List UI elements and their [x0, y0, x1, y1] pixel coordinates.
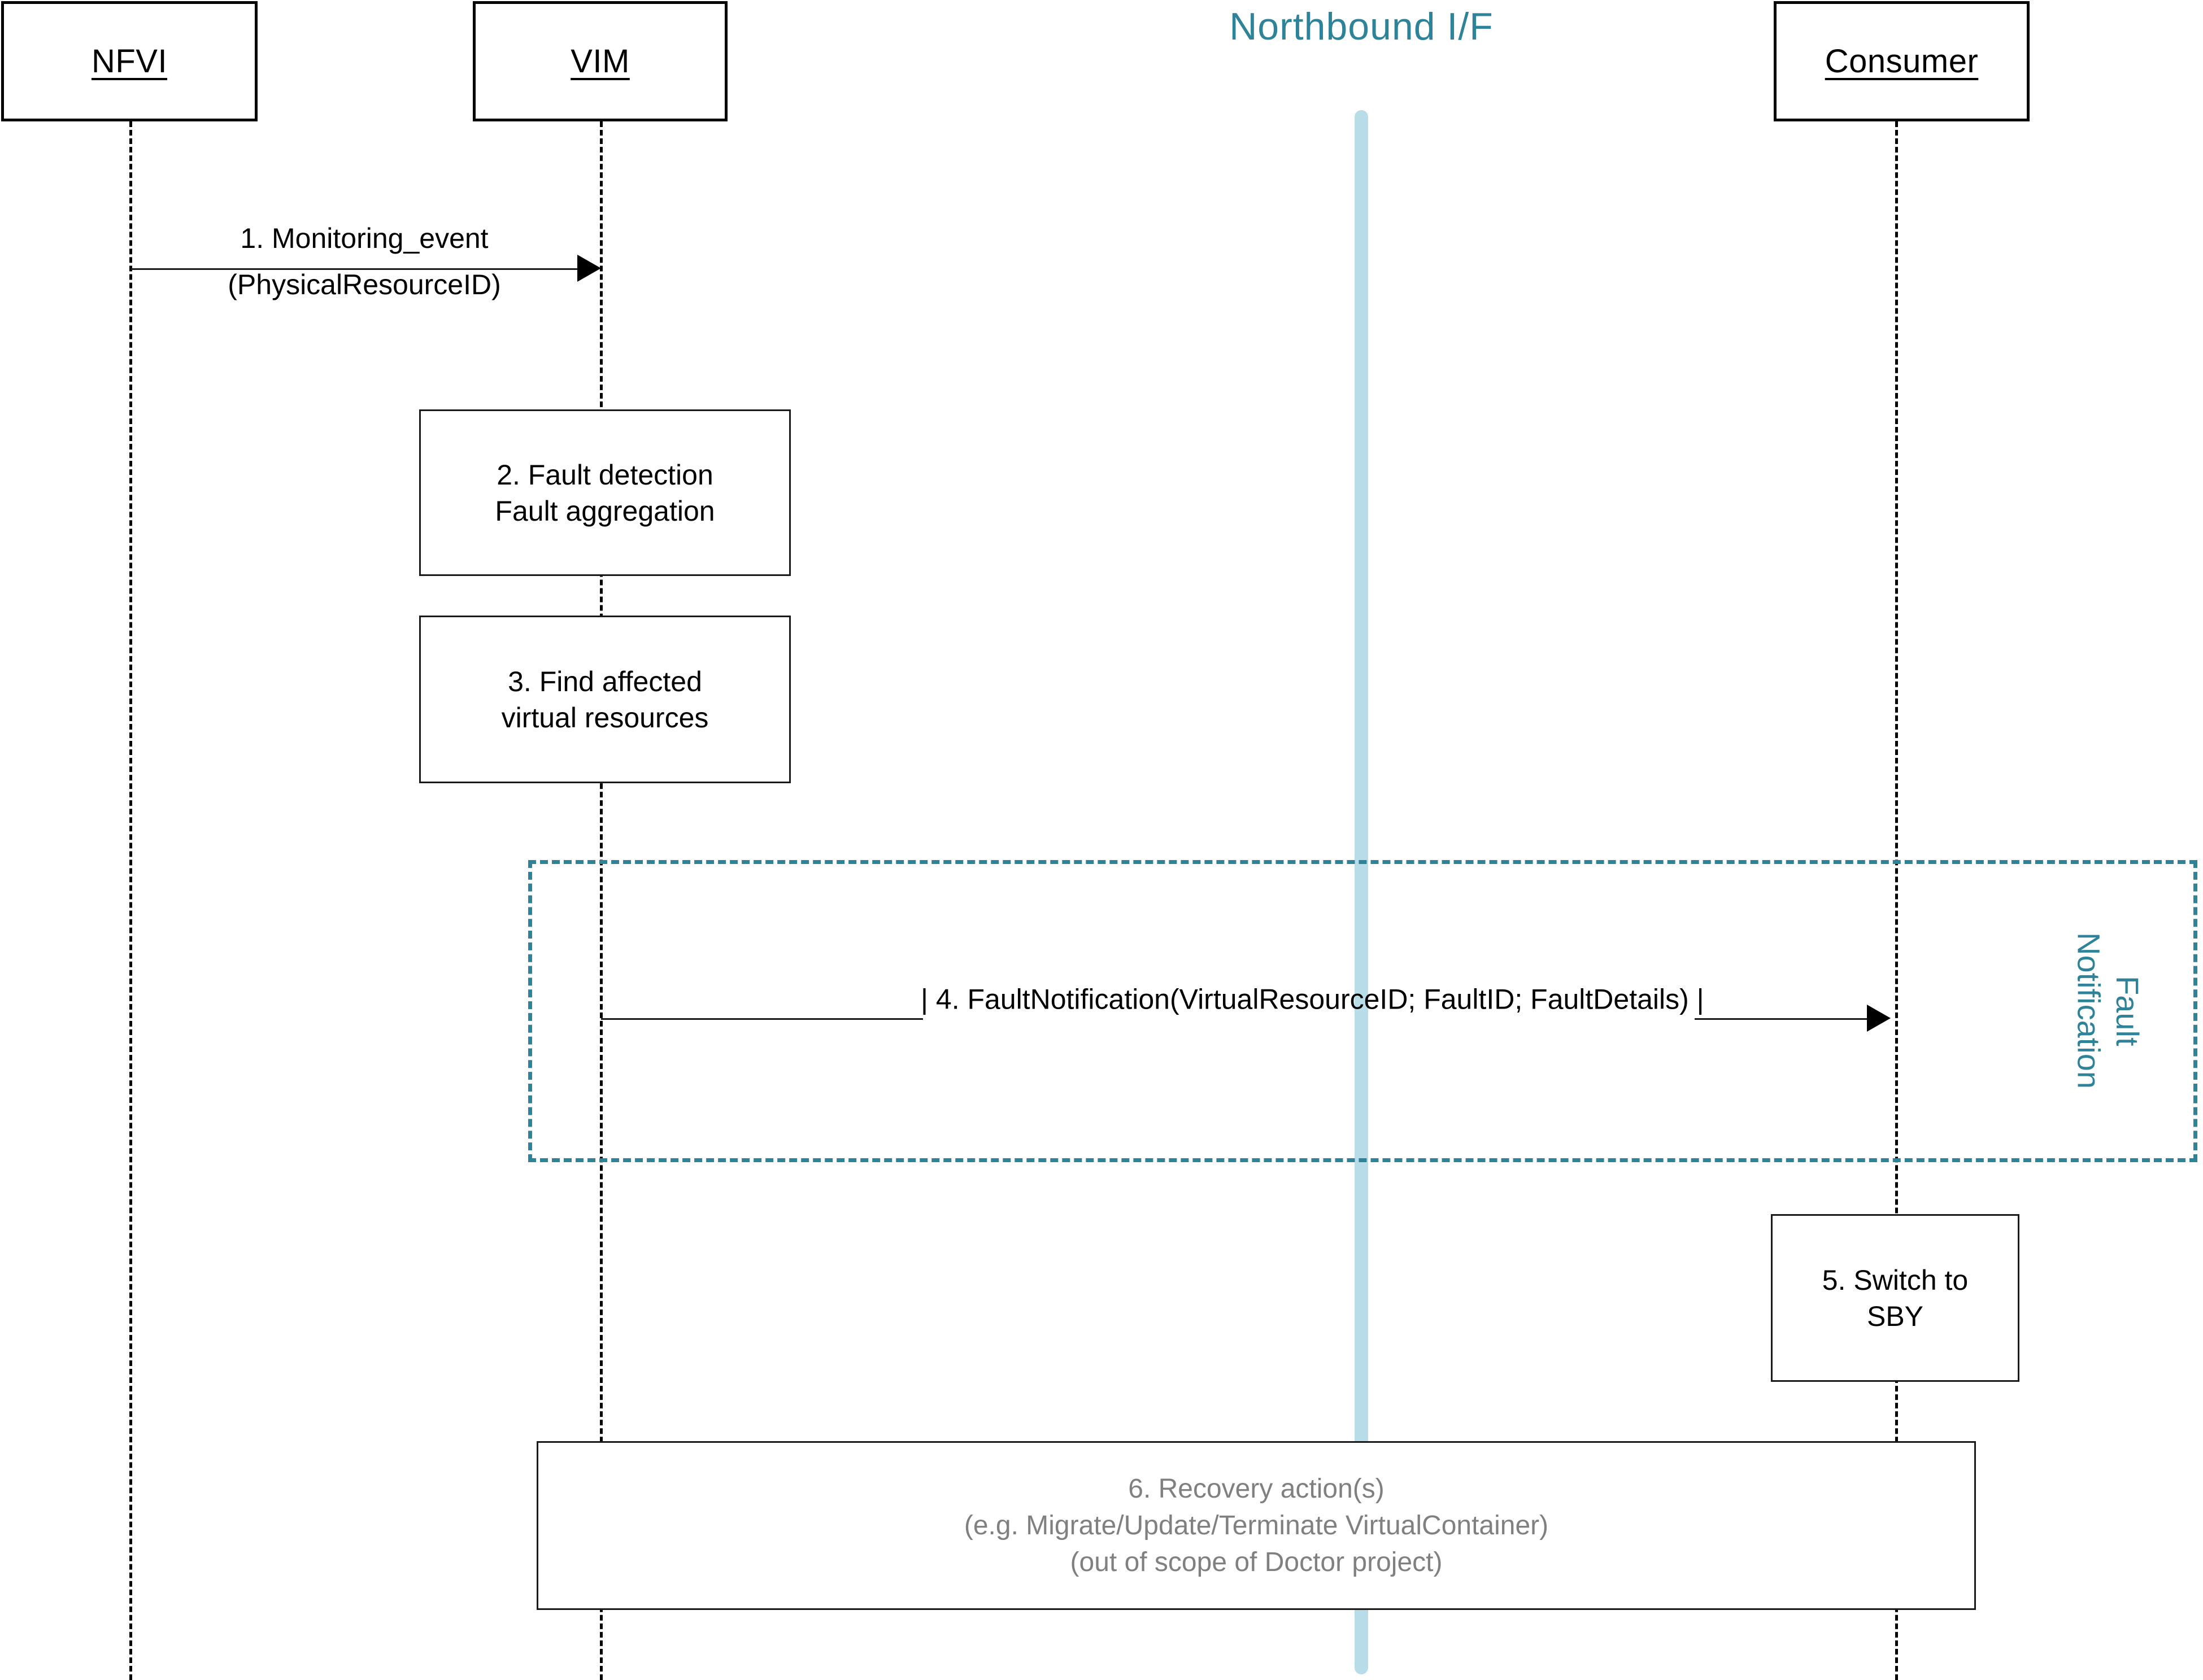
activity-3-line1: 3. Find affected [508, 665, 702, 697]
recovery-line2: (e.g. Migrate/Update/Terminate VirtualCo… [964, 1510, 1549, 1541]
fragment-label-fault-notification: Fault Notification [2056, 898, 2147, 1124]
actor-box-consumer[interactable]: Consumer [1774, 1, 2030, 121]
message-4-line-left [601, 1018, 923, 1020]
lifeline-consumer [1895, 121, 1898, 1680]
message-4-arrowhead [1867, 1005, 1891, 1032]
actor-label-nfvi: NFVI [91, 43, 168, 80]
recovery-line1: 6. Recovery action(s) [1128, 1473, 1385, 1504]
lifeline-vim [600, 121, 603, 1680]
actor-label-vim: VIM [571, 43, 630, 80]
activity-5-line1: 5. Switch to [1822, 1264, 1969, 1296]
actor-box-vim[interactable]: VIM [473, 1, 728, 121]
fragment-label-line1: Fault [2110, 975, 2145, 1046]
message-4-line-right [1695, 1018, 1875, 1020]
lifeline-nfvi [129, 121, 132, 1680]
recovery-line3: (out of scope of Doctor project) [1070, 1547, 1443, 1578]
activity-box-recovery-actions[interactable]: 6. Recovery action(s) (e.g. Migrate/Upda… [537, 1441, 1976, 1610]
message-1-arrowhead [577, 255, 601, 282]
message-1-line [130, 268, 598, 270]
fragment-label-line2: Notification [2071, 932, 2107, 1089]
actor-label-consumer: Consumer [1825, 43, 1979, 80]
activity-3-line2: virtual resources [501, 701, 709, 734]
activity-box-fault-detection[interactable]: 2. Fault detection Fault aggregation [419, 409, 791, 576]
activity-box-switch-to-sby[interactable]: 5. Switch to SBY [1771, 1214, 2019, 1382]
message-1-label-line1: 1. Monitoring_event [240, 222, 489, 254]
activity-5-line2: SBY [1866, 1300, 1924, 1332]
activity-2-line2: Fault aggregation [495, 495, 715, 527]
activity-2-line1: 2. Fault detection [497, 459, 713, 491]
northbound-interface-band [1355, 110, 1368, 1674]
fragment-fault-notification [528, 860, 2197, 1162]
message-4-label: | 4. FaultNotification(VirtualResourceID… [921, 983, 1704, 1015]
actor-box-nfvi[interactable]: NFVI [1, 1, 258, 121]
activity-box-find-affected-resources[interactable]: 3. Find affected virtual resources [419, 616, 791, 783]
message-1-label-line2: (PhysicalResourceID) [228, 269, 501, 300]
northbound-interface-title: Northbound I/F [1229, 5, 1494, 48]
